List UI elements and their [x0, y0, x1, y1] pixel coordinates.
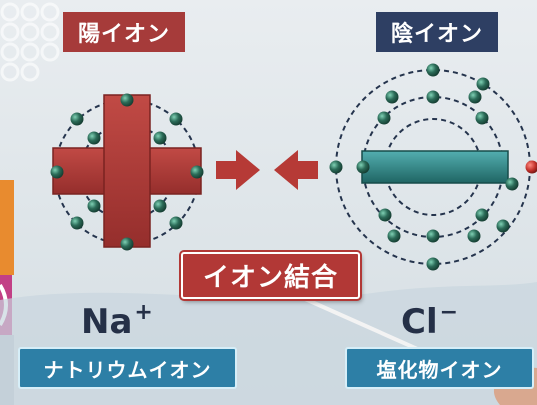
ionic-bond-label: イオン結合 — [181, 252, 360, 299]
minus-bar — [361, 150, 509, 184]
arrow-right — [216, 150, 260, 190]
anion-label: 陰イオン — [376, 12, 498, 52]
sodium-ion-name: ナトリウムイオン — [18, 347, 237, 389]
sodium-charge: + — [134, 300, 153, 325]
sodium-symbol: Na+ — [81, 300, 153, 342]
chloride-ion-name: 塩化物イオン — [345, 347, 534, 389]
chlorine-symbol: Cl− — [401, 300, 458, 342]
chlorine-charge: − — [439, 300, 459, 325]
arrow-left — [274, 150, 318, 190]
anion-electrons — [329, 63, 519, 271]
cation-label: 陽イオン — [63, 12, 185, 52]
decorative-circles — [0, 2, 60, 82]
cation-electrons — [50, 93, 204, 251]
chlorine-symbol-text: Cl — [401, 302, 438, 342]
sodium-symbol-text: Na — [81, 302, 133, 342]
transferred-electron — [525, 160, 537, 174]
